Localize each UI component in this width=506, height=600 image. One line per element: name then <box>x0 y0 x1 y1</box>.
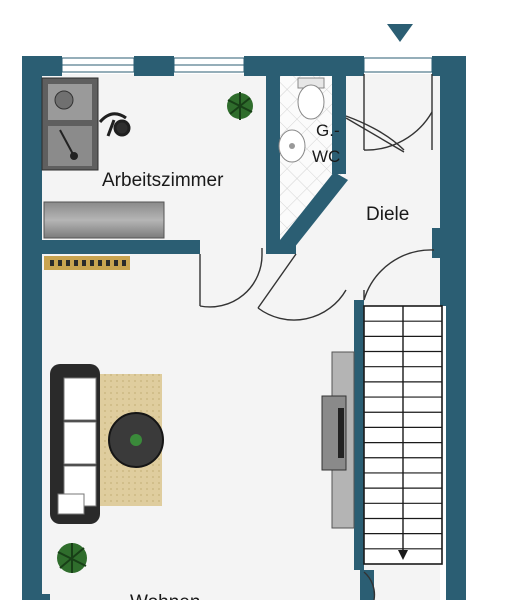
coffee-table <box>108 412 164 468</box>
walls <box>22 56 466 600</box>
room-label-wc-line2: WC <box>312 147 340 166</box>
entrance-arrow-icon <box>387 24 413 42</box>
room-label-arbeitszimmer: Arbeitszimmer <box>102 170 224 191</box>
staircase <box>363 305 443 565</box>
sink-icon <box>278 129 306 163</box>
long-desk <box>43 201 165 239</box>
plant-icon-living <box>57 543 87 573</box>
desk-cabinet <box>41 77 99 171</box>
radiator-shelf <box>44 256 130 270</box>
wc-floor <box>280 74 344 240</box>
room-label-wc-line1: G.- <box>316 121 340 140</box>
toilet-icon <box>297 77 325 120</box>
tv-unit <box>321 351 355 529</box>
sofa <box>50 364 100 524</box>
plant-icon <box>227 92 253 120</box>
room-label-diele: Diele <box>366 204 409 225</box>
office-chair <box>98 112 131 137</box>
windows <box>61 57 433 73</box>
room-label-wohnzimmer: Wohnen <box>130 592 200 600</box>
doors <box>199 74 435 600</box>
